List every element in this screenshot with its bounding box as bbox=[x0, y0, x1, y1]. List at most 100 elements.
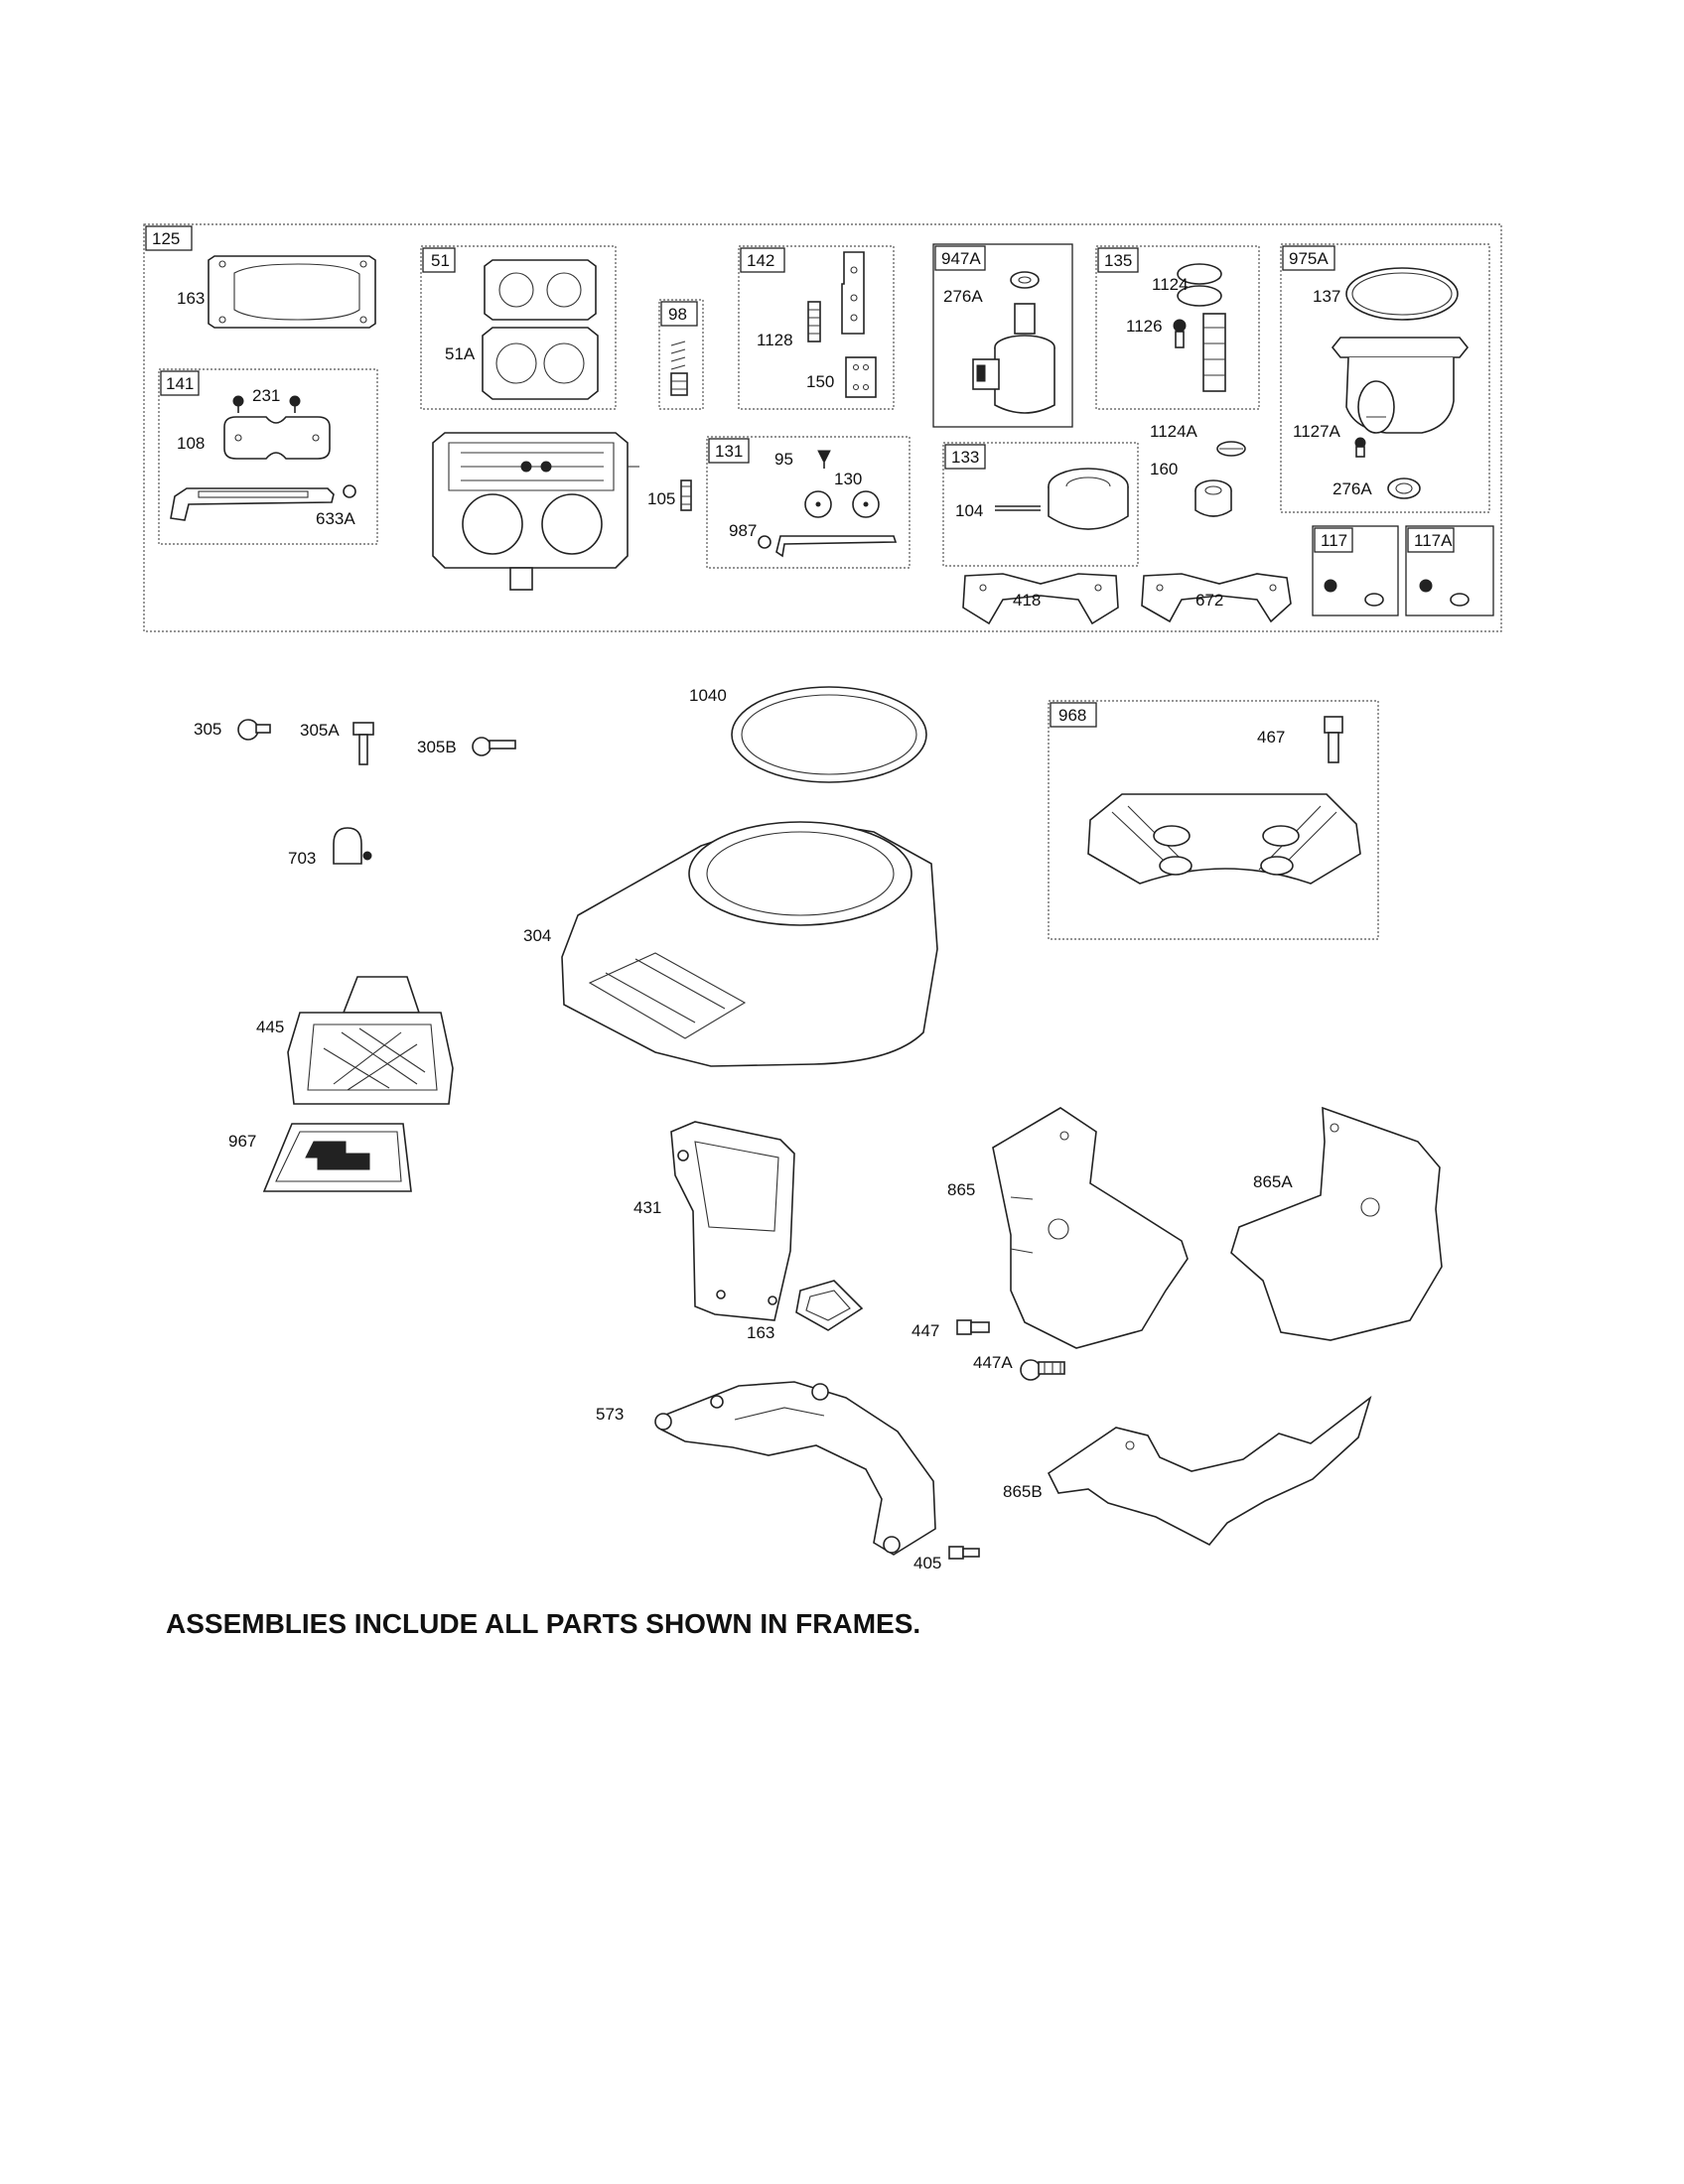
label-1040: 1040 bbox=[689, 686, 727, 705]
label-276A-bottom: 276A bbox=[1333, 479, 1372, 498]
fitting-117 bbox=[1324, 579, 1384, 607]
shield-865 bbox=[992, 1107, 1189, 1349]
label-130: 130 bbox=[834, 470, 862, 488]
intake-gasket-51-upper bbox=[484, 259, 597, 321]
frame-968-tag bbox=[1050, 702, 1097, 728]
screw-305A bbox=[352, 722, 374, 765]
frame-133-label: 133 bbox=[951, 448, 979, 467]
blower-housing-304 bbox=[561, 821, 938, 1067]
label-447: 447 bbox=[912, 1321, 939, 1340]
fitting-117A bbox=[1419, 579, 1470, 607]
label-163-top: 163 bbox=[177, 289, 205, 308]
label-137: 137 bbox=[1313, 287, 1340, 306]
frame-133 bbox=[942, 442, 1139, 567]
label-987: 987 bbox=[729, 521, 757, 540]
frame-117-label: 117 bbox=[1321, 531, 1347, 550]
frame-142-label: 142 bbox=[747, 251, 774, 270]
solenoid-947A bbox=[972, 303, 1055, 414]
screw-305B bbox=[472, 737, 516, 756]
shield-865B bbox=[1047, 1395, 1372, 1547]
gasket-163-top bbox=[208, 255, 376, 329]
frame-131-label: 131 bbox=[715, 442, 743, 461]
frame-51-label: 51 bbox=[431, 251, 450, 270]
screw-1128 bbox=[807, 301, 821, 342]
label-1124: 1124 bbox=[1152, 275, 1189, 294]
frame-117-tag bbox=[1314, 527, 1353, 553]
frame-947A-tag bbox=[934, 245, 986, 271]
label-163-lower: 163 bbox=[747, 1323, 774, 1342]
label-95: 95 bbox=[774, 450, 793, 469]
clip-703 bbox=[333, 827, 372, 865]
label-865: 865 bbox=[947, 1180, 975, 1199]
frame-141 bbox=[158, 368, 378, 545]
frame-975A-tag bbox=[1282, 245, 1335, 271]
frame-117A-tag bbox=[1407, 527, 1455, 553]
label-672: 672 bbox=[1195, 591, 1223, 610]
gasket-672 bbox=[1141, 573, 1292, 623]
label-304: 304 bbox=[523, 926, 551, 945]
label-467: 467 bbox=[1257, 728, 1285, 747]
frame-142 bbox=[738, 245, 895, 410]
valve-105 bbox=[680, 479, 692, 511]
plate-150 bbox=[845, 356, 877, 398]
label-231: 231 bbox=[252, 386, 280, 405]
label-276A-top: 276A bbox=[943, 287, 983, 306]
air-filter-445 bbox=[287, 976, 454, 1105]
screw-231-right bbox=[289, 395, 301, 413]
breather-plate-633A bbox=[170, 484, 356, 521]
label-160: 160 bbox=[1150, 460, 1178, 478]
label-573: 573 bbox=[596, 1405, 624, 1424]
frame-117A bbox=[1405, 525, 1494, 616]
pre-cleaner-967 bbox=[262, 1123, 412, 1192]
bolt-447A bbox=[1020, 1359, 1065, 1381]
frame-117A-label: 117A bbox=[1414, 531, 1453, 550]
label-703: 703 bbox=[288, 849, 316, 868]
pin-104 bbox=[995, 505, 1041, 511]
bracket-142 bbox=[841, 251, 865, 335]
screw-405 bbox=[948, 1546, 980, 1560]
housing-975A bbox=[1331, 337, 1470, 434]
label-104: 104 bbox=[955, 501, 983, 520]
frame-975A-label: 975A bbox=[1289, 249, 1329, 268]
screw-1126 bbox=[1173, 319, 1187, 348]
shield-865A bbox=[1230, 1106, 1443, 1341]
frame-968 bbox=[1048, 700, 1379, 940]
label-633A: 633A bbox=[316, 509, 355, 528]
washer-276A-top bbox=[1010, 271, 1040, 289]
frame-135-tag bbox=[1097, 247, 1139, 273]
label-1128: 1128 bbox=[757, 331, 793, 349]
bolt-447 bbox=[956, 1319, 990, 1335]
spring-98 bbox=[670, 341, 688, 396]
frame-117 bbox=[1312, 525, 1399, 616]
shroud-cover-968 bbox=[1087, 793, 1361, 885]
label-1127A: 1127A bbox=[1293, 422, 1341, 441]
label-1124A: 1124A bbox=[1150, 422, 1198, 441]
frame-125-label: 125 bbox=[152, 229, 180, 248]
baffle-573 bbox=[654, 1381, 936, 1556]
label-405: 405 bbox=[913, 1554, 941, 1572]
frame-947A bbox=[932, 243, 1073, 428]
disc-130-left bbox=[804, 490, 832, 518]
label-51A: 51A bbox=[445, 344, 476, 363]
frame-131 bbox=[706, 436, 911, 569]
intake-gasket-51A-lower bbox=[482, 327, 599, 400]
frame-135 bbox=[1095, 245, 1260, 410]
label-865A: 865A bbox=[1253, 1172, 1293, 1191]
screen-ring-1040 bbox=[731, 686, 927, 783]
label-445: 445 bbox=[256, 1018, 284, 1036]
cylinder-head-assembly bbox=[432, 432, 639, 591]
seal-1124A bbox=[1216, 441, 1246, 457]
disc-130-right bbox=[852, 490, 880, 518]
label-150: 150 bbox=[806, 372, 834, 391]
frame-968-label: 968 bbox=[1058, 706, 1086, 725]
frame-141-tag bbox=[160, 370, 200, 396]
bolt-1127A bbox=[1354, 437, 1366, 458]
frame-141-label: 141 bbox=[166, 374, 194, 393]
label-431: 431 bbox=[633, 1198, 661, 1217]
assemblies-note: ASSEMBLIES INCLUDE ALL PARTS SHOWN IN FR… bbox=[166, 1608, 921, 1639]
label-108: 108 bbox=[177, 434, 205, 453]
label-1126: 1126 bbox=[1126, 317, 1163, 336]
gasket-418 bbox=[962, 573, 1119, 625]
